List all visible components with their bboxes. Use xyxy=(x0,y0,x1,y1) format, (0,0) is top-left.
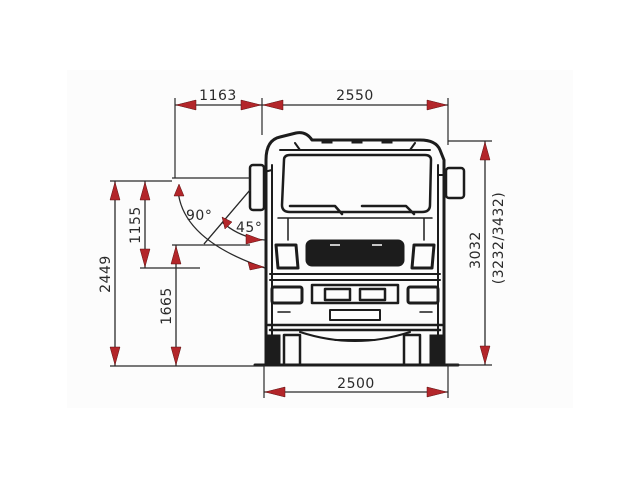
arrow xyxy=(109,346,121,366)
dimension-right: 3032 (3232/3432) xyxy=(448,140,507,366)
cab-pillars xyxy=(271,164,439,366)
cab-outline xyxy=(264,131,446,367)
windshield xyxy=(280,153,433,214)
arrow xyxy=(426,99,448,111)
arrow xyxy=(479,345,491,365)
roof-lamp xyxy=(381,138,393,144)
arrow xyxy=(170,346,182,366)
arrow xyxy=(479,141,491,161)
dim-door-open-height: 2449 xyxy=(98,255,114,293)
right-upper-lamp xyxy=(410,243,436,270)
dimension-bottom: 2500 xyxy=(263,365,449,398)
right-mirror xyxy=(444,166,466,200)
dim-cab-width: 2550 xyxy=(336,88,374,104)
dimension-top: 1163 2550 xyxy=(174,88,449,178)
mirror-arms xyxy=(263,169,447,176)
angle-45-label: 45° xyxy=(236,220,262,236)
cab-lower-panel xyxy=(277,217,433,241)
dim-door-bottom-height: 1665 xyxy=(159,287,175,325)
arrow xyxy=(173,183,185,197)
arrow xyxy=(221,216,233,230)
dim-mirror-offset: 1163 xyxy=(199,88,237,104)
roof-lamp xyxy=(351,138,363,144)
left-mirror xyxy=(248,163,266,212)
door-swing-diagram: 90° 45° xyxy=(172,177,266,271)
arrow xyxy=(139,181,151,201)
dim-height-alternatives: (3232/3432) xyxy=(491,192,507,284)
left-upper-lamp xyxy=(274,243,300,270)
wipers xyxy=(288,204,416,216)
arrow xyxy=(426,386,448,398)
arrow xyxy=(264,386,286,398)
bumper-bottom xyxy=(266,323,444,332)
dim-track-width: 2500 xyxy=(337,376,375,392)
roof-line xyxy=(279,142,431,151)
underbody xyxy=(299,331,411,342)
arrow xyxy=(262,99,284,111)
dimension-left: 2449 1155 1665 xyxy=(98,180,264,367)
bumper-center xyxy=(310,283,400,305)
arrow xyxy=(139,248,151,268)
grille xyxy=(305,239,405,267)
right-headlight xyxy=(406,285,440,305)
roof-lamp xyxy=(321,138,333,144)
right-wheel-outer xyxy=(429,334,443,366)
arrow xyxy=(170,245,182,265)
angle-90-label: 90° xyxy=(186,208,212,224)
arrow xyxy=(240,99,262,111)
arrow xyxy=(175,99,197,111)
right-wheel-inner xyxy=(402,333,422,367)
bumper-top-lines xyxy=(269,273,441,281)
truck-front-view xyxy=(248,131,466,367)
arrow xyxy=(247,261,265,271)
arrow xyxy=(245,233,263,245)
dim-door-span: 1155 xyxy=(128,206,144,244)
arc-90 xyxy=(177,189,266,269)
left-headlight xyxy=(270,285,304,305)
arrow xyxy=(109,181,121,201)
dim-height-total: 3032 xyxy=(468,231,484,269)
left-wheel-inner xyxy=(282,333,302,367)
left-wheel-outer xyxy=(267,334,281,366)
bumper-lower-vent xyxy=(329,309,381,321)
